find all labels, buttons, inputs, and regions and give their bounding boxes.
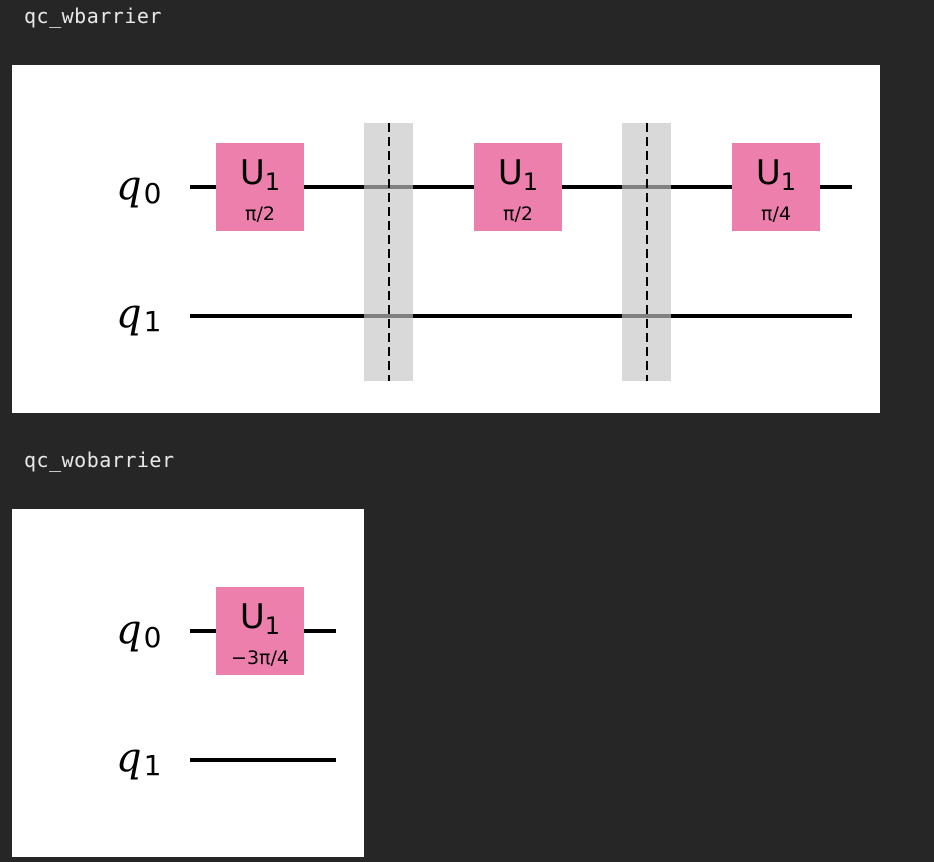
svg-text:U1: U1 xyxy=(240,597,280,640)
qubit-label-q0: q0 xyxy=(116,163,161,210)
qubit-label-q1: q1 xyxy=(116,735,161,782)
gate-param: −3π/4 xyxy=(231,647,289,669)
gate-param: π/4 xyxy=(761,203,791,225)
gate-param: π/2 xyxy=(503,203,533,225)
circuit-diagram: q0 q1 U1 −3π/4 xyxy=(116,587,336,782)
u1-gate: U1 −3π/4 xyxy=(216,587,304,675)
gate-param: π/2 xyxy=(245,203,275,225)
u1-gate: U1 π/2 xyxy=(216,143,304,231)
circuit-figure-qc-wbarrier: q0 q1 U1 π/2 U1 π/2 U1 π/4 xyxy=(12,65,880,413)
u1-gate: U1 π/2 xyxy=(474,143,562,231)
output-label-qc-wbarrier: qc_wbarrier xyxy=(24,4,162,28)
u1-gate: U1 π/4 xyxy=(732,143,820,231)
qubit-label-q1: q1 xyxy=(116,291,161,338)
qubit-label-q0: q0 xyxy=(116,607,161,654)
output-label-qc-wobarrier: qc_wobarrier xyxy=(24,448,175,472)
svg-text:U1: U1 xyxy=(498,153,538,196)
circuit-figure-qc-wobarrier: q0 q1 U1 −3π/4 xyxy=(12,509,364,857)
svg-text:U1: U1 xyxy=(240,153,280,196)
circuit-diagram: q0 q1 U1 π/2 U1 π/2 U1 π/4 xyxy=(116,123,852,381)
svg-text:U1: U1 xyxy=(756,153,796,196)
